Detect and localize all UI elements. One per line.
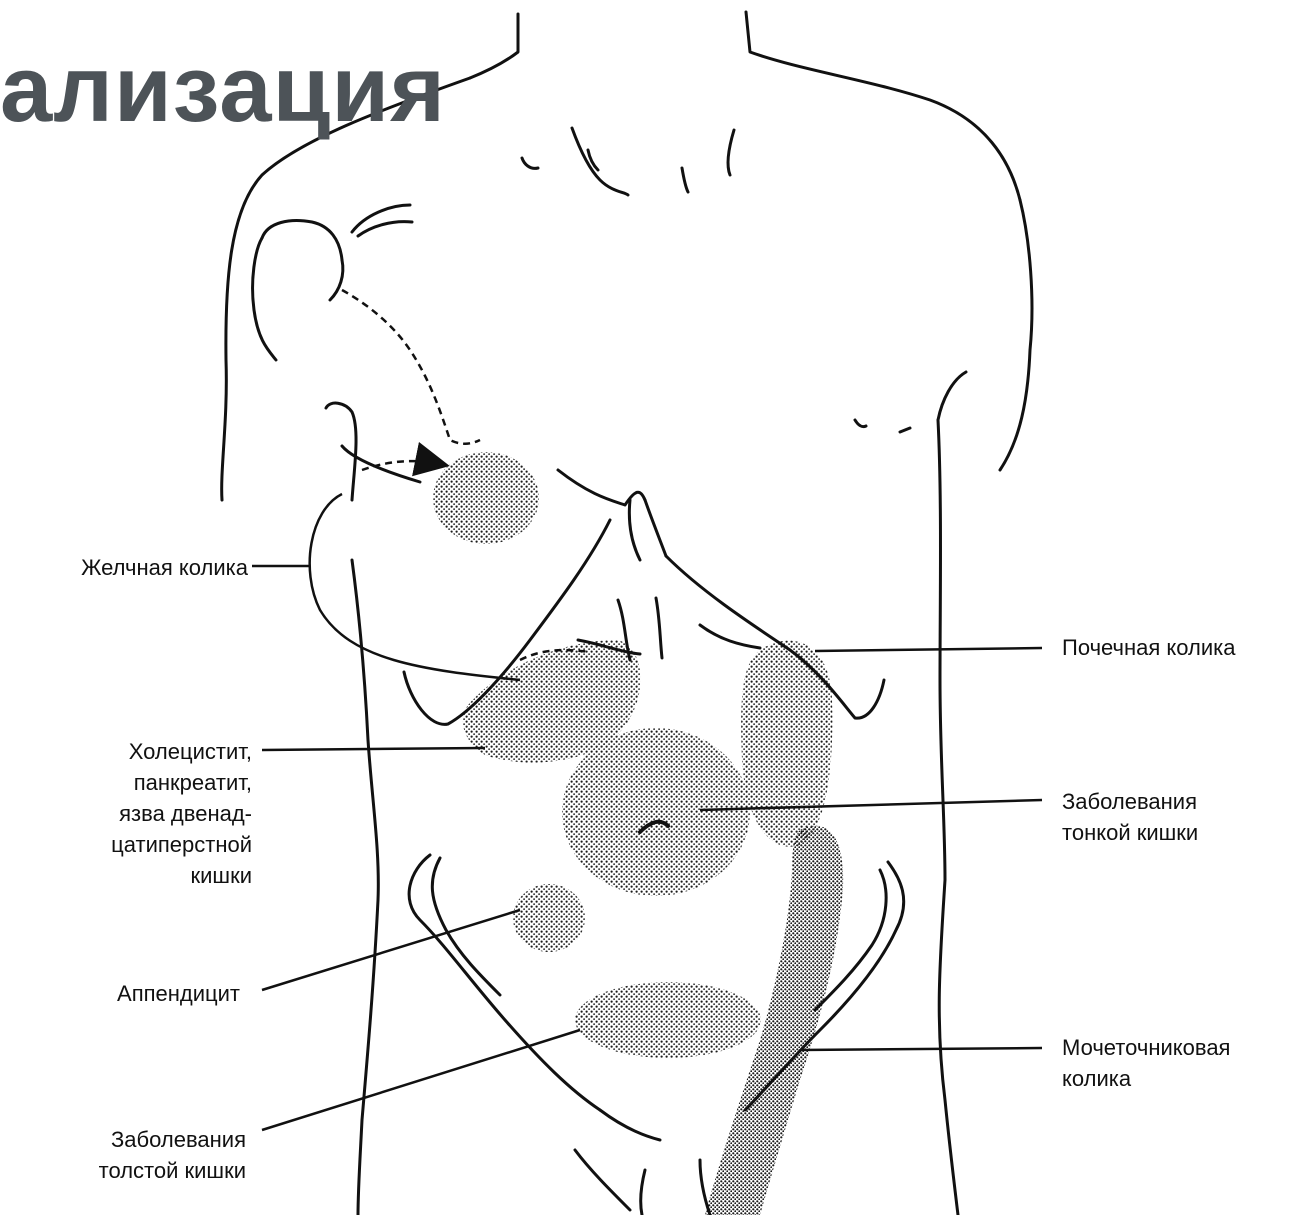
zone-biliary-referred xyxy=(433,452,539,544)
label-appendicitis: Аппендицит xyxy=(40,978,240,1009)
page-title: ализация xyxy=(0,42,446,136)
label-large-intestine: Заболевания толстой кишки xyxy=(40,1124,246,1186)
label-biliary-colic: Желчная колика xyxy=(80,552,248,583)
zone-appendicitis xyxy=(513,884,585,952)
leader-renal xyxy=(815,648,1042,651)
leader-large-intestine xyxy=(262,1030,580,1130)
label-ureteral-colic: Мочеточниковая колика xyxy=(1062,1032,1230,1094)
zone-large-intestine xyxy=(575,982,761,1058)
label-renal-colic: Почечная колика xyxy=(1062,632,1236,663)
leader-cholecystitis xyxy=(262,748,485,750)
zone-renal xyxy=(741,641,832,847)
pain-zones xyxy=(433,452,843,1215)
label-cholecystitis: Холецистит, панкреатит, язва двенад- цат… xyxy=(80,736,252,891)
label-small-intestine: Заболевания тонкой кишки xyxy=(1062,786,1198,848)
zone-small-intestine xyxy=(562,728,750,896)
leader-ureteral xyxy=(800,1048,1042,1050)
